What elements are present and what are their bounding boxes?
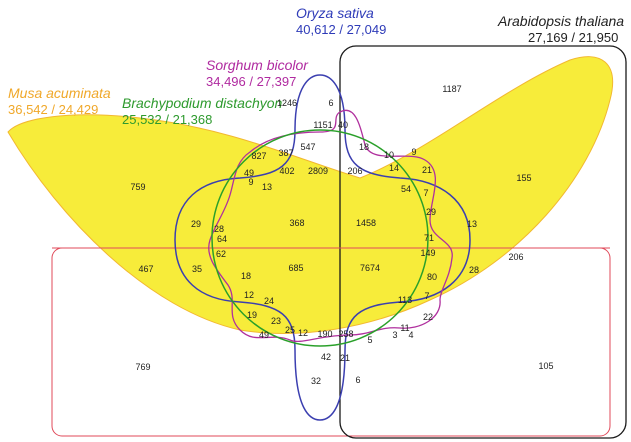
region-count: 547 — [300, 142, 315, 152]
region-count: 29 — [191, 219, 201, 229]
oryza-outline — [174, 74, 471, 421]
sorghum-counts: 34,496 / 27,397 — [206, 74, 296, 89]
region-count: 18 — [359, 142, 369, 152]
region-count: 1187 — [442, 84, 461, 94]
region-count: 22 — [423, 312, 433, 322]
region-count: 190 — [317, 329, 332, 339]
region-count: 24 — [264, 296, 274, 306]
region-count: 64 — [217, 234, 227, 244]
region-count: 13 — [467, 219, 477, 229]
region-count: 62 — [216, 249, 226, 259]
region-count: 10 — [384, 150, 394, 160]
region-count: 155 — [516, 173, 531, 183]
brachypodium-counts: 25,532 / 21,368 — [122, 112, 212, 127]
region-count: 6 — [328, 98, 333, 108]
region-count: 206 — [347, 166, 362, 176]
arabidopsis-name: Arabidopsis thaliana — [497, 13, 624, 29]
region-count: 2809 — [308, 166, 328, 176]
region-count: 7 — [424, 291, 429, 301]
region-count: 14 — [389, 163, 399, 173]
region-count: 9 — [248, 177, 253, 187]
region-count: 49 — [244, 168, 254, 178]
region-count: 32 — [311, 376, 321, 386]
region-count: 149 — [420, 248, 435, 258]
region-count: 21 — [340, 353, 350, 363]
region-count: 206 — [508, 252, 523, 262]
region-count: 23 — [271, 316, 281, 326]
region-count: 1246 — [277, 98, 297, 108]
region-count: 1458 — [356, 218, 376, 228]
region-count: 71 — [424, 233, 434, 243]
oryza-counts: 40,612 / 27,049 — [296, 22, 386, 37]
region-count: 12 — [244, 290, 254, 300]
arabidopsis-counts: 27,169 / 21,950 — [528, 30, 618, 45]
region-count: 7 — [423, 188, 428, 198]
region-count: 28 — [214, 224, 224, 234]
sorghum-outline — [208, 109, 453, 342]
region-count: 6 — [355, 375, 360, 385]
brachypodium-outline — [211, 129, 429, 347]
musa-name: Musa acuminata — [8, 85, 111, 101]
region-count: 19 — [247, 310, 257, 320]
region-count: 827 — [251, 151, 266, 161]
region-count: 467 — [138, 264, 153, 274]
region-count: 1151 — [313, 120, 332, 130]
region-count: 759 — [130, 182, 145, 192]
region-count: 769 — [135, 362, 150, 372]
region-count: 21 — [422, 165, 432, 175]
region-count: 3 — [392, 330, 397, 340]
sorghum-name: Sorghum bicolor — [206, 57, 309, 73]
region-count: 49 — [259, 330, 269, 340]
region-count: 105 — [538, 361, 553, 371]
musa-counts: 36,542 / 24,429 — [8, 102, 98, 117]
region-count: 35 — [192, 264, 202, 274]
region-count: 25 — [285, 325, 295, 335]
region-count: 54 — [401, 184, 411, 194]
region-count: 7674 — [360, 263, 380, 273]
region-count: 685 — [288, 263, 303, 273]
region-count: 113 — [398, 295, 412, 305]
region-count: 42 — [321, 352, 331, 362]
region-count: 12 — [298, 328, 308, 338]
region-count: 18 — [241, 271, 251, 281]
region-count: 4 — [408, 330, 413, 340]
arabidopsis-box-outline — [339, 45, 627, 439]
region-count: 387 — [278, 148, 293, 158]
region-count: 13 — [262, 182, 272, 192]
region-count: 9 — [411, 147, 416, 157]
region-count: 368 — [289, 218, 304, 228]
region-count: 80 — [427, 272, 437, 282]
region-count: 29 — [426, 207, 436, 217]
region-count: 28 — [469, 265, 479, 275]
region-count: 5 — [367, 335, 372, 345]
region-count: 402 — [279, 166, 294, 176]
region-count: 11 — [400, 323, 409, 333]
brachypodium-name: Brachypodium distachyon — [122, 95, 283, 111]
region-count: 258 — [338, 329, 353, 339]
region-count: 40 — [338, 120, 348, 130]
oryza-name: Oryza sativa — [296, 5, 374, 21]
